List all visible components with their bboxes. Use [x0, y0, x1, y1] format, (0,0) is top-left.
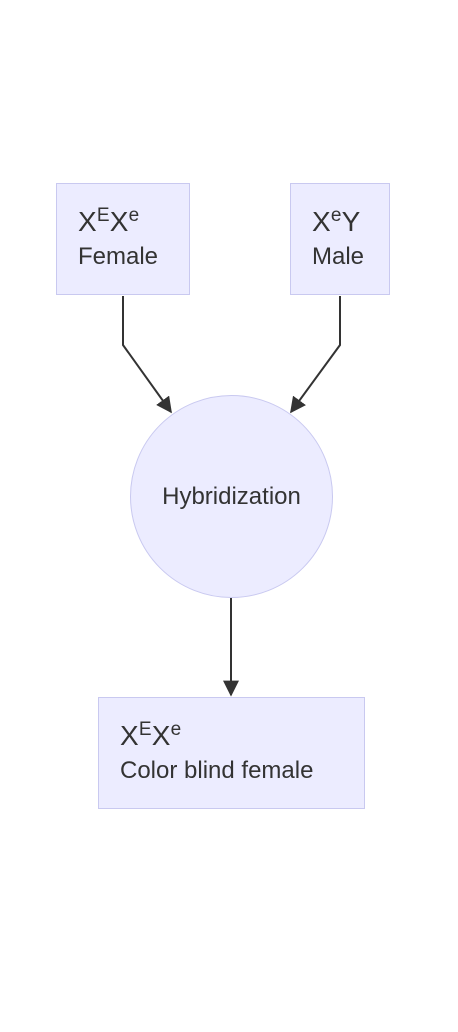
genotype-base: X	[78, 206, 97, 237]
male-label: Male	[312, 243, 365, 270]
genotype-allele: E	[96, 205, 110, 226]
edge-male-to-hybridization	[290, 296, 341, 414]
offspring-label: Color blind female	[120, 757, 314, 784]
genotype-allele: e	[128, 205, 140, 226]
genotype-base: X	[312, 206, 331, 237]
offspring-genotype: XEXe	[120, 719, 313, 751]
hybridization-node: Hybridization	[130, 395, 333, 598]
hybridization-label: Hybridization	[162, 482, 301, 510]
edge-female-to-hybridization	[122, 296, 172, 414]
female-node-text: XEXe Female	[78, 205, 159, 271]
genotype-allele: e	[170, 719, 182, 740]
male-node-text: XeY Male	[312, 205, 365, 271]
genotype-allele: e	[330, 205, 342, 226]
female-node: XEXe Female	[56, 183, 190, 295]
male-genotype: XeY	[312, 205, 364, 237]
genotype-base: X	[151, 720, 171, 751]
genotype-allele: E	[138, 719, 152, 740]
genotype-base: Y	[341, 206, 361, 237]
genotype-base: X	[109, 206, 129, 237]
female-label: Female	[78, 243, 159, 270]
offspring-node-text: XEXe Color blind female	[120, 719, 314, 785]
genotype-base: X	[120, 720, 139, 751]
female-genotype: XEXe	[78, 205, 158, 237]
male-node: XeY Male	[290, 183, 390, 295]
offspring-node: XEXe Color blind female	[98, 697, 365, 809]
